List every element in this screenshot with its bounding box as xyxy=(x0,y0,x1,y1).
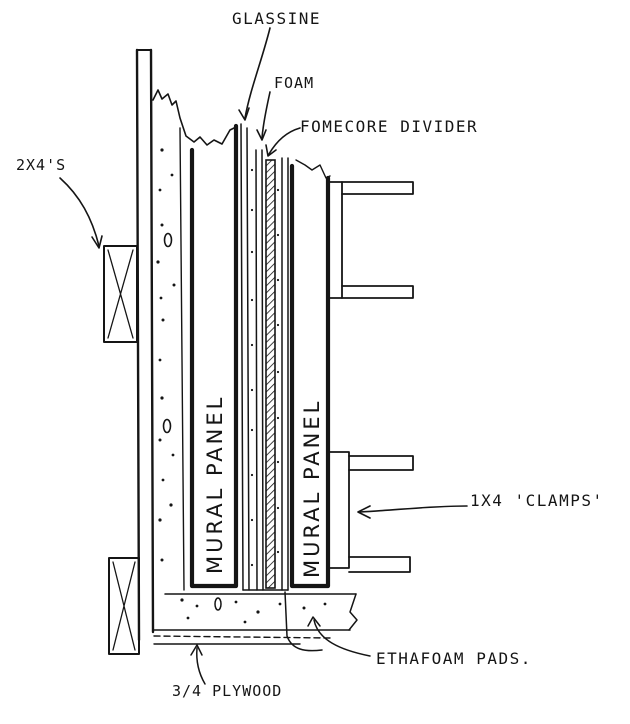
left-mural-panel: MURAL PANEL xyxy=(189,123,239,589)
right-mural-panel-label: MURAL PANEL xyxy=(300,399,324,578)
plywood-label: 3/4 PLYWOOD xyxy=(172,682,282,700)
right-mural-panel: MURAL PANEL xyxy=(289,163,331,589)
lower-clamp xyxy=(329,451,414,573)
clamps-label: 1X4 'CLAMPS' xyxy=(470,491,604,510)
plywood-base xyxy=(153,635,331,645)
fomecore-divider-label: FOMECORE DIVIDER xyxy=(300,117,478,136)
two-by-fours-label: 2X4'S xyxy=(16,156,66,174)
ethafoam-pads-label: ETHAFOAM PADS. xyxy=(376,649,532,668)
foam-label: FOAM xyxy=(274,74,314,92)
leader-lines xyxy=(59,27,468,685)
foam-stipple-left xyxy=(156,148,176,562)
fomecore-divider xyxy=(265,159,276,589)
plywood-wall xyxy=(135,48,155,642)
upper-two-by-four xyxy=(103,245,138,343)
glassine-foam-layers xyxy=(240,123,289,591)
left-mural-panel-label: MURAL PANEL xyxy=(203,395,227,574)
upper-clamp xyxy=(329,181,414,299)
glassine-label: GLASSINE xyxy=(232,9,321,28)
ethafoam-pad-base xyxy=(152,593,358,631)
lower-two-by-four xyxy=(108,557,140,655)
foam-stipple-middle xyxy=(250,168,280,567)
